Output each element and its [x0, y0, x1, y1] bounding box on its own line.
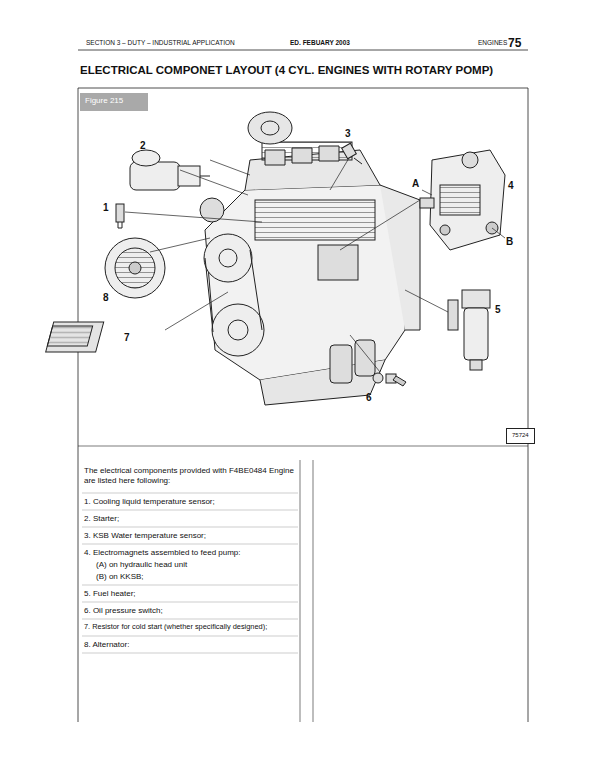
list-item: 5. Fuel heater; — [84, 589, 136, 599]
callout-number: 4 — [508, 180, 514, 192]
figure-code-box: 75724 — [506, 428, 535, 444]
body-text: The electrical components provided with … — [84, 466, 296, 485]
callout-number: A — [412, 178, 419, 190]
list-item: 3. KSB Water temperature sensor; — [84, 531, 206, 541]
callout-number: 8 — [103, 292, 109, 304]
figure-band: Figure 215 — [80, 93, 148, 111]
callout-number: 6 — [366, 392, 372, 404]
callout-number: 7 — [124, 332, 130, 344]
list-subitem: (A) on hydraulic head unit — [96, 560, 187, 570]
box-text: Figure 215 — [85, 96, 143, 106]
callout-number: 2 — [140, 140, 146, 152]
list-item: 7. Resistor for cold start (whether spec… — [84, 623, 267, 632]
page-title: ELECTRICAL COMPONET LAYOUT (4 CYL. ENGIN… — [80, 64, 493, 78]
list-subitem: (B) on KKSB; — [96, 572, 144, 582]
list-item: 2. Starter; — [84, 514, 119, 524]
list-item: 4. Electromagnets assembled to feed pump… — [84, 548, 241, 558]
list-item: 1. Cooling liquid temperature sensor; — [84, 497, 215, 507]
box-text: 75724 — [512, 432, 529, 439]
header-text: ED. FEBUARY 2003 — [290, 39, 350, 47]
callout-number: 5 — [495, 304, 501, 316]
callout-number: 3 — [345, 128, 351, 140]
callout-number: B — [506, 236, 513, 248]
list-item: 6. Oil pressure switch; — [84, 606, 163, 616]
header-text: SECTION 3 – DUTY – INDUSTRIAL APPLICATIO… — [86, 39, 235, 47]
page-number: 75 — [508, 36, 521, 50]
callout-number: 1 — [103, 202, 109, 214]
list-item: 8. Alternator: — [84, 640, 129, 650]
header-text: ENGINES — [478, 39, 507, 47]
